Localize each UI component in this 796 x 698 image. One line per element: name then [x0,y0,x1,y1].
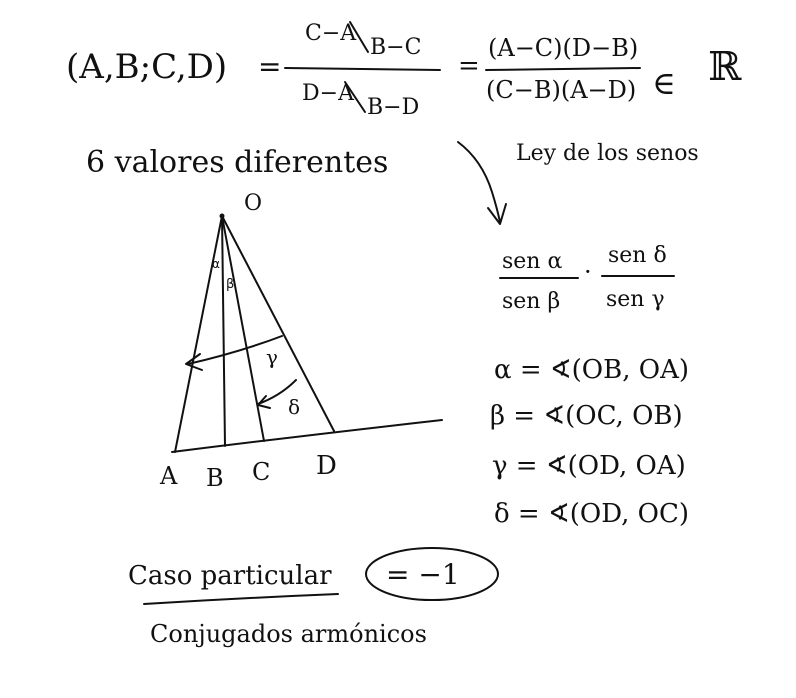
sine-den-left: sen β [502,289,560,314]
caso-underline [143,593,339,605]
cross-ratio-lhs: (A,B;C,D) [66,47,227,87]
angle-definitions: α = ∢(OB, OA) β = ∢(OC, OB) γ = ∢(OD, OA… [490,355,689,529]
gamma-arc [187,335,283,365]
fraction-slash-top [349,21,369,53]
fraction-den1-inner: B−C [370,35,421,60]
transversal-line [171,419,443,453]
point-label-b: B [206,464,224,492]
conjugados-label: Conjugados armónicos [150,620,427,648]
caso-value-circle [365,547,499,601]
fraction-den2-inner: B−D [367,95,419,120]
angle-label-beta: β [226,277,234,292]
sine-dot: · [584,258,592,286]
point-label-a: A [159,462,178,490]
ley-senos-note: Ley de los senos [516,141,699,166]
rhs-fraction-bar [485,67,641,71]
delta-arc [257,379,297,405]
angle-def-delta: δ = ∢(OD, OC) [494,499,689,529]
main-fraction-bar [284,67,441,71]
sine-den-right: sen γ [606,287,665,312]
sine-num-right: sen δ [608,243,667,268]
values-note: 6 valores diferentes [86,145,388,180]
ray-oa [174,215,223,453]
ray-od [221,215,335,432]
apex-label-o: O [244,191,262,216]
element-of-symbol: ∈ [652,64,676,102]
caso-particular-label: Caso particular [128,561,332,591]
ray-oc [221,215,265,442]
sine-num-left: sen α [502,249,562,274]
angle-label-delta: δ [288,395,300,419]
angle-label-gamma: γ [266,345,278,369]
angle-def-gamma: γ = ∢(OD, OA) [492,451,686,481]
arrow-head-icon [487,203,507,225]
angle-def-alpha: α = ∢(OB, OA) [494,355,689,385]
fraction-slash-bottom [344,81,366,113]
fraction-num1: C−A [305,21,357,46]
rhs-numerator: (A−C)(D−B) [488,34,638,62]
angle-label-alpha: α [212,257,220,271]
point-label-c: C [252,458,270,486]
real-numbers-symbol: ℝ [708,44,742,90]
gamma-arrow-icon [185,353,203,371]
apex-point [219,213,225,219]
cross-ratio-equals-2: = [458,51,480,81]
point-label-d: D [316,451,337,481]
cross-ratio-equals: = [258,50,281,83]
caso-value: = −1 [386,558,460,591]
rhs-denominator: (C−B)(A−D) [486,76,636,104]
sine-ratio: sen α sen β · sen δ sen γ [499,243,675,314]
ray-ob [221,215,226,447]
angle-def-beta: β = ∢(OC, OB) [490,401,683,431]
curved-arrow [457,141,501,223]
pencil-diagram: O α β γ δ A B C D [159,191,443,492]
delta-arrow-icon [257,395,271,409]
cross-ratio-formula: (A,B;C,D) = C−A B−C D−A B−D = (A−C)(D−B)… [66,21,742,120]
